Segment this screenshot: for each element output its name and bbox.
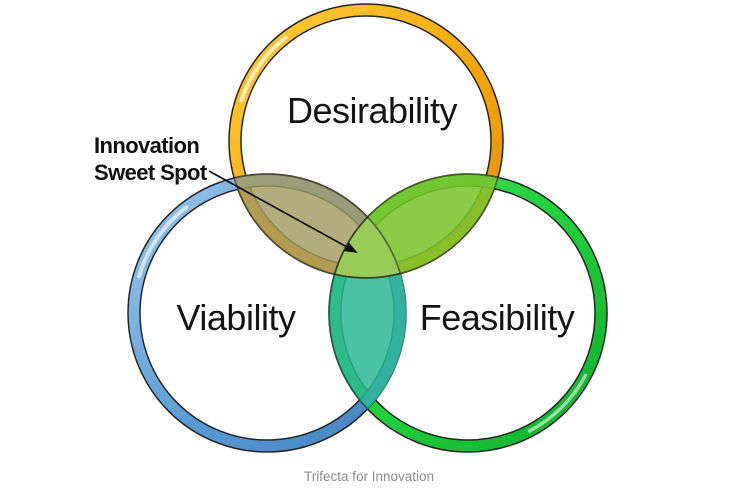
sweet-spot-annotation-line1: Innovation bbox=[94, 133, 199, 158]
overlap-desirability-viability bbox=[228, 173, 407, 279]
viability-ring-highlight bbox=[132, 177, 402, 448]
sweet-spot-annotation: Innovation Sweet Spot bbox=[94, 133, 208, 185]
viability-label: Viability bbox=[177, 297, 296, 338]
feasibility-ring-highlight bbox=[333, 178, 603, 448]
diagram-caption: Trifecta for Innovation bbox=[304, 469, 434, 484]
overlap-desirability-feasibility bbox=[328, 173, 504, 279]
sweet-spot-arrow bbox=[208, 170, 358, 253]
sweet-spot-annotation-line2: Sweet Spot bbox=[94, 160, 208, 185]
desirability-ring-highlight bbox=[233, 8, 499, 274]
desirability-label: Desirability bbox=[287, 90, 458, 131]
feasibility-label: Feasibility bbox=[420, 297, 575, 338]
overlap-outlines bbox=[228, 173, 504, 453]
